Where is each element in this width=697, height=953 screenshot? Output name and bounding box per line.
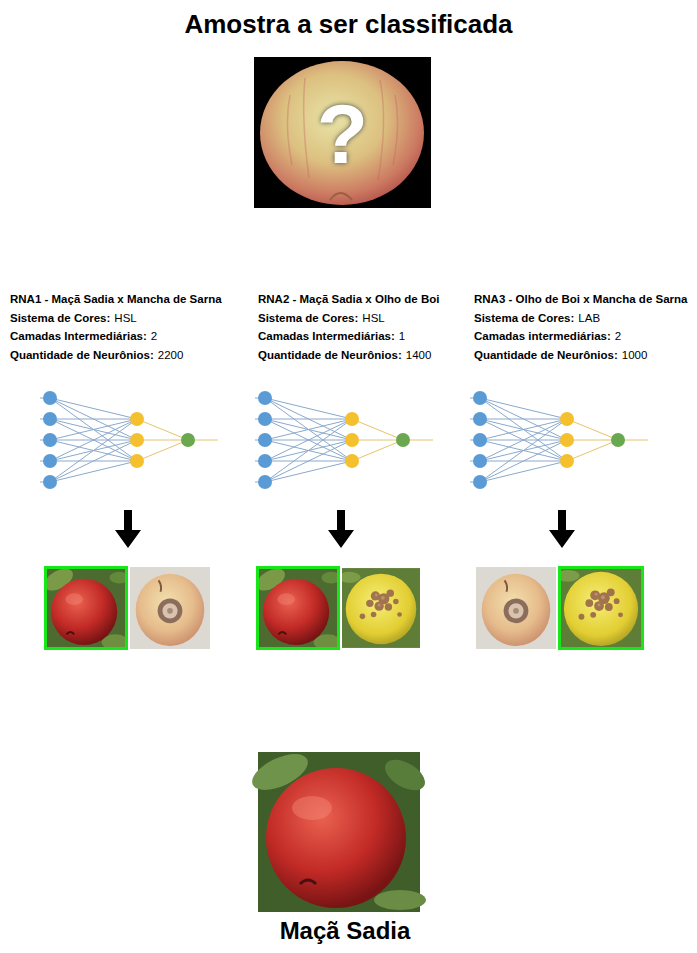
parameter-label: Sistema de Cores:: [474, 312, 574, 324]
parameter-label: Quantidade de Neurônios:: [474, 349, 618, 361]
parameter-label: Sistema de Cores:: [10, 312, 110, 324]
parameter-value: HSL: [362, 312, 384, 324]
panel-heading: RNA1 - Maçã Sadia x Mancha de Sarna: [10, 290, 246, 309]
final-photo: [247, 747, 430, 912]
parameter-line: Camadas Intermediárias: 1: [258, 327, 464, 346]
neural-network: [40, 391, 648, 489]
network-panel: RNA2 - Maçã Sadia x Olho de BoiSistema d…: [254, 256, 468, 660]
result-label: Maçã Sadia: [280, 916, 411, 946]
down-arrow: [115, 510, 575, 548]
parameter-value: 2200: [158, 349, 184, 361]
parameter-label: Quantidade de Neurônios:: [10, 349, 154, 361]
result-node: Maçã Sadia: [150, 722, 540, 948]
parameter-value: 1: [399, 330, 405, 342]
parameter-value: 1000: [622, 349, 648, 361]
parameter-value: 1400: [406, 349, 432, 361]
parameter-line: Camadas Intermediárias: 2: [10, 327, 246, 346]
parameter-line: Quantidade de Neurônios: 2200: [10, 346, 246, 365]
sample-node: ?: [200, 55, 485, 213]
panel-heading: RNA2 - Maçã Sadia x Olho de Boi: [258, 290, 464, 309]
parameter-label: Camadas Intermediárias:: [258, 330, 395, 342]
parameter-value: LAB: [578, 312, 600, 324]
parameter-line: Sistema de Cores: LAB: [474, 309, 690, 328]
sample-photo: [254, 57, 431, 208]
parameter-label: Camadas Intermediárias:: [10, 330, 147, 342]
parameter-line: Sistema de Cores: HSL: [10, 309, 246, 328]
parameter-line: Quantidade de Neurônios: 1400: [258, 346, 464, 365]
panel-heading: RNA3 - Olho de Boi x Mancha de Sarna: [474, 290, 690, 309]
parameter-label: Sistema de Cores:: [258, 312, 358, 324]
parameter-label: Quantidade de Neurônios:: [258, 349, 402, 361]
question-mark: ?: [317, 89, 368, 179]
parameter-line: Camadas intermediárias: 2: [474, 327, 690, 346]
parameter-value: 2: [151, 330, 157, 342]
parameter-line: Quantidade de Neurônios: 1000: [474, 346, 690, 365]
result-photos: [41, 564, 643, 650]
network-panel: RNA1 - Maçã Sadia x Mancha de SarnaSiste…: [6, 256, 250, 660]
parameter-line: Sistema de Cores: HSL: [258, 309, 464, 328]
parameter-label: Camadas intermediárias:: [474, 330, 611, 342]
network-panel: RNA3 - Olho de Boi x Mancha de SarnaSist…: [470, 256, 694, 660]
parameter-value: HSL: [114, 312, 136, 324]
parameter-value: 2: [615, 330, 621, 342]
diagram-title: Amostra a ser classificada: [0, 8, 697, 40]
